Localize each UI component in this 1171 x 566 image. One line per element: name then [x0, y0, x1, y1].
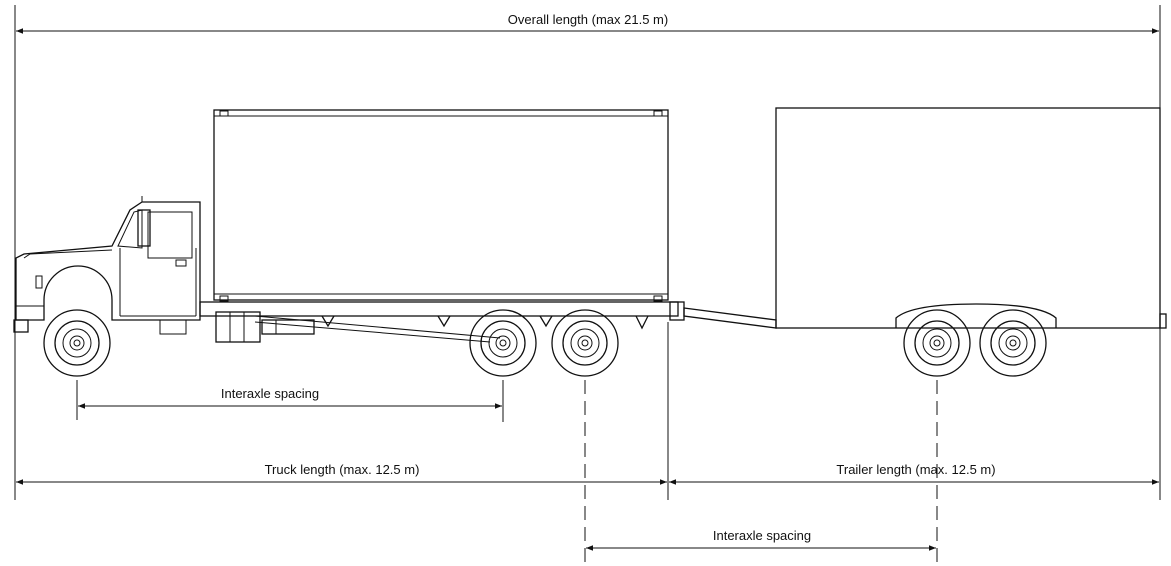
- truck-interaxle-dimension: Interaxle spacing: [76, 380, 504, 422]
- trailer-wheel-1: [903, 309, 971, 377]
- trailer-length-label: Trailer length (max. 12.5 m): [836, 462, 995, 477]
- drawbar: [683, 307, 777, 329]
- truck: [13, 109, 685, 377]
- truck-rear-wheel-1: [469, 309, 537, 377]
- truck-front-wheel: [43, 309, 111, 377]
- trailer-wheel-2: [979, 309, 1047, 377]
- trailer-fender: [895, 303, 1057, 328]
- overall-length-label: Overall length (max 21.5 m): [508, 12, 668, 27]
- truck-interaxle-label: Interaxle spacing: [221, 386, 319, 401]
- truck-rear-wheel-2: [551, 309, 619, 377]
- truck-fuel-tank: [215, 311, 315, 343]
- combination-interaxle-dimension: Interaxle spacing: [584, 380, 938, 562]
- truck-cargo-box: [213, 109, 669, 302]
- length-dimensions: Truck length (max. 12.5 m) Trailer lengt…: [16, 322, 1159, 500]
- trailer: [775, 107, 1167, 377]
- truck-chassis: [199, 301, 685, 343]
- trailer-box: [775, 107, 1161, 329]
- truck-length-label: Truck length (max. 12.5 m): [265, 462, 420, 477]
- combination-interaxle-label: Interaxle spacing: [713, 528, 811, 543]
- overall-length-dimension: Overall length (max 21.5 m): [14, 5, 1161, 500]
- truck-cab: [13, 196, 201, 335]
